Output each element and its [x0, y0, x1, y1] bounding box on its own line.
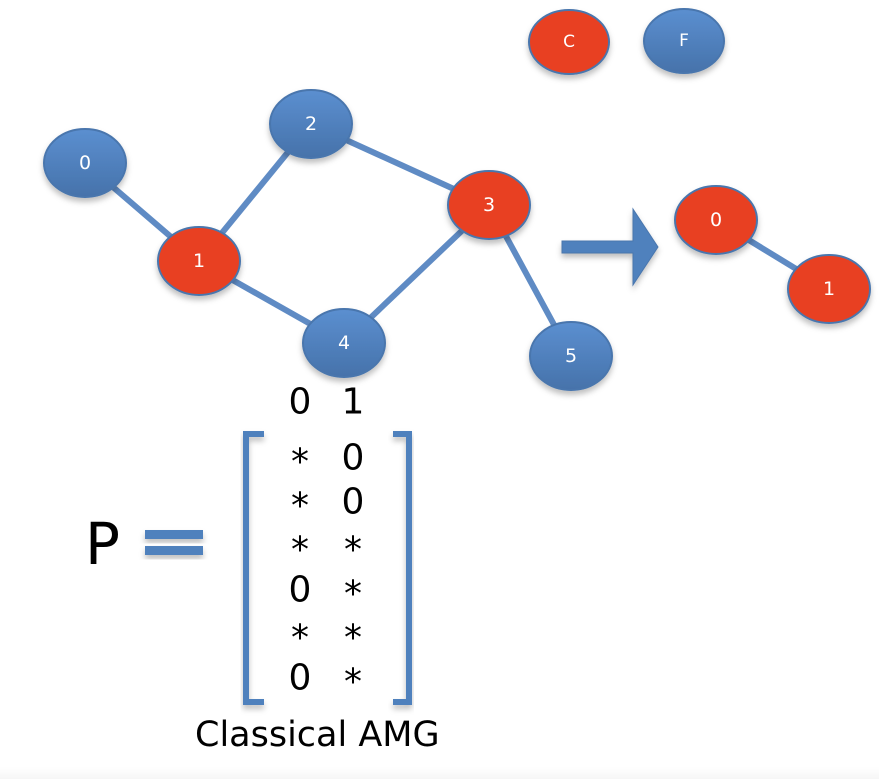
right-arrow-icon — [561, 207, 659, 287]
fine-node-2-shape — [269, 89, 353, 159]
fine-node-1: 1 — [157, 226, 241, 296]
matrix-cell: * — [291, 442, 309, 483]
matrix-cell: 0 — [289, 658, 312, 699]
matrix-cell: * — [344, 530, 362, 571]
matrix-cell: * — [344, 574, 362, 615]
matrix-cell: * — [291, 486, 309, 527]
coarse-node-0-label: 0 — [710, 209, 722, 231]
legend-fine-node-label: F — [679, 31, 689, 51]
fine-node-0: 0 — [43, 128, 127, 198]
legend-coarse-node: C — [528, 9, 610, 75]
bottom-fade — [0, 767, 879, 779]
coarse-node-1-label: 1 — [823, 278, 835, 300]
legend-coarse-node-shape — [528, 9, 610, 75]
matrix-cell: * — [344, 662, 362, 703]
caption: Classical AMG — [195, 715, 440, 755]
matrix-column-header: 1 — [342, 382, 365, 423]
fine-node-0-shape — [43, 128, 127, 198]
matrix-cell: 0 — [342, 438, 365, 479]
coarse-node-1-shape — [787, 254, 871, 324]
equals-sign-bottom — [145, 546, 203, 555]
matrix-cell: * — [291, 618, 309, 659]
fine-node-3-label: 3 — [483, 194, 495, 216]
arrow-layer — [561, 207, 659, 287]
fine-node-1-shape — [157, 226, 241, 296]
fine-node-4: 4 — [302, 308, 386, 378]
fine-node-4-label: 4 — [338, 332, 350, 354]
fine-node-2-label: 2 — [305, 113, 317, 135]
matrix-cell: * — [344, 618, 362, 659]
right-bracket — [393, 431, 412, 705]
coarse-node-0-shape — [674, 185, 758, 255]
fine-node-3-shape — [447, 170, 531, 240]
matrix-cell: * — [291, 530, 309, 571]
fine-node-1-label: 1 — [193, 250, 205, 272]
coarse-node-1: 1 — [787, 254, 871, 324]
legend-coarse-node-label: C — [563, 32, 575, 52]
legend-fine-node: F — [643, 8, 725, 74]
fine-node-0-label: 0 — [79, 152, 91, 174]
nodes-layer: C F 0 1 2 3 4 5 0 1 — [43, 8, 871, 391]
fine-node-4-shape — [302, 308, 386, 378]
fine-node-5: 5 — [529, 321, 613, 391]
coarse-node-0: 0 — [674, 185, 758, 255]
matrix-cell: 0 — [289, 570, 312, 611]
fine-node-5-label: 5 — [565, 345, 577, 367]
fine-node-3: 3 — [447, 170, 531, 240]
left-bracket — [243, 431, 264, 705]
legend-fine-node-shape — [643, 8, 725, 74]
matrix-cell: 0 — [342, 482, 365, 523]
equals-sign-top — [145, 530, 203, 539]
matrix-name: P — [85, 510, 120, 578]
matrix-column-header: 0 — [289, 382, 312, 423]
fine-node-5-shape — [529, 321, 613, 391]
fine-node-2: 2 — [269, 89, 353, 159]
